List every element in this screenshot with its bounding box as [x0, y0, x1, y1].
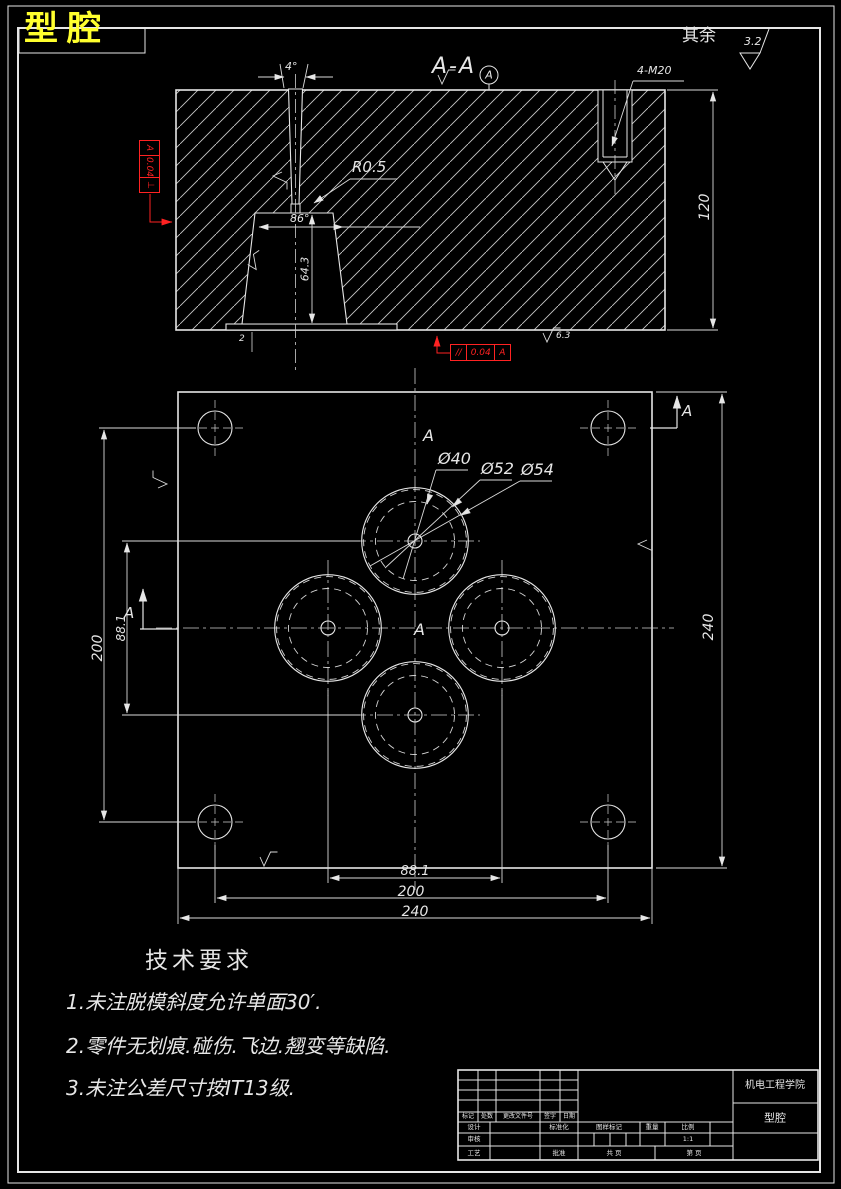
dims-left: [99, 427, 360, 823]
datum-label: A: [485, 68, 493, 82]
dia-label-54: Ø54: [521, 460, 554, 479]
dim-right: [656, 391, 727, 869]
tech-req-item-2: 2.零件无划痕.碰伤.飞边.翘变等缺陷.: [66, 1034, 391, 1058]
tech-req-item-3: 3.未注公差尺寸按IT13级.: [66, 1076, 296, 1100]
surface-note-label: 其余: [682, 26, 716, 46]
fcf-perp-symbol: ⊥: [144, 180, 155, 189]
tb-weight: 重量: [645, 1122, 659, 1131]
tb-scale-label: 比例: [681, 1122, 695, 1131]
tb-design: 设计: [467, 1122, 481, 1131]
tb-scale-value: 1:1: [682, 1134, 694, 1143]
fcf-leaders: [149, 194, 451, 354]
tech-req-heading: 技术要求: [145, 948, 253, 974]
rev-header-mark: 标记: [461, 1113, 475, 1120]
sheet-border: [7, 5, 835, 1184]
thread-callout: 4-M20: [637, 64, 672, 77]
cone-height-dim: 64.3: [298, 256, 312, 282]
surface-note-symbol: [739, 28, 770, 70]
title-block-school: 机电工程学院: [745, 1080, 805, 1091]
section-indicators: [138, 395, 682, 630]
dia-label-52: Ø52: [481, 459, 514, 478]
dim-left-outer: 200: [90, 634, 106, 662]
tb-approve: 批准: [552, 1148, 566, 1157]
tech-req-item-1: 1.未注脱模斜度允许单面30′.: [66, 990, 322, 1014]
tb-stamp: 图样标记: [596, 1122, 622, 1131]
roughness-value: 6.3: [556, 331, 571, 341]
thread-leader: [611, 80, 684, 147]
rev-header-docno: 更改文件号: [502, 1113, 534, 1120]
sprue-taper-dim: 4°: [285, 60, 298, 73]
dim-sprue-taper: [258, 63, 333, 89]
title-block-grid: [457, 1069, 819, 1161]
tb-sheet-num: 第 页: [686, 1148, 702, 1157]
section-letter-top: A: [423, 426, 434, 445]
tb-standardization: 标准化: [549, 1122, 569, 1131]
fcf-para-datum: A: [493, 344, 511, 361]
tb-sheet-total: 共 页: [606, 1148, 622, 1157]
section-view-label: A-A: [432, 54, 477, 79]
cone-angle-dim: 86°: [290, 212, 310, 225]
base-small-dim: 2: [239, 334, 245, 344]
dia-label-40: Ø40: [438, 449, 471, 468]
fillet-leader: [313, 178, 397, 204]
datum-symbol: [479, 65, 499, 90]
rev-header-sign: 签字: [543, 1113, 557, 1120]
rev-header-date: 日期: [562, 1113, 576, 1120]
roughness-marks-plan: [152, 470, 653, 867]
section-letter-center: A: [414, 620, 425, 639]
title-block-part-name: 型腔: [764, 1111, 786, 1125]
corner-hole-centerlines: [187, 400, 636, 850]
dim-bottom-inner: 88.1: [400, 864, 430, 879]
section-letter-left: A: [124, 604, 135, 622]
surface-note-value: 3.2: [744, 35, 762, 48]
fillet-radius-dim: R0.5: [352, 158, 387, 176]
fcf-parallelism: // 0.04 A: [449, 344, 511, 361]
fcf-perp-datum: A: [144, 145, 155, 152]
fcf-perpendicularity: A 0.04 ⊥: [139, 139, 160, 193]
dim-bottom-outer: 240: [401, 904, 429, 920]
cavity-circles: [274, 487, 556, 769]
page-title: 型腔: [24, 9, 110, 49]
tb-process: 工艺: [467, 1148, 481, 1157]
rev-header-count: 处数: [480, 1113, 494, 1120]
dim-left-inner: 88.1: [114, 614, 128, 642]
diameter-leaders: [369, 469, 552, 580]
dims-bottom: [177, 690, 653, 924]
section-letter-right: A: [682, 402, 693, 420]
cavity-cone: [241, 212, 348, 325]
dim-120: [667, 89, 718, 331]
plate-thickness-dim: 120: [697, 193, 713, 221]
corner-holes: [197, 410, 626, 840]
fcf-para-tol: 0.04: [466, 344, 496, 361]
fcf-para-symbol: //: [449, 344, 468, 361]
fcf-perp-tol: 0.04: [144, 156, 155, 177]
dim-right-240: 240: [701, 613, 717, 641]
tb-check: 审核: [467, 1134, 481, 1143]
cavity-base: [225, 323, 398, 331]
dim-bottom-mid: 200: [397, 884, 425, 900]
section-view: [149, 63, 718, 374]
plan-view: [99, 368, 727, 924]
